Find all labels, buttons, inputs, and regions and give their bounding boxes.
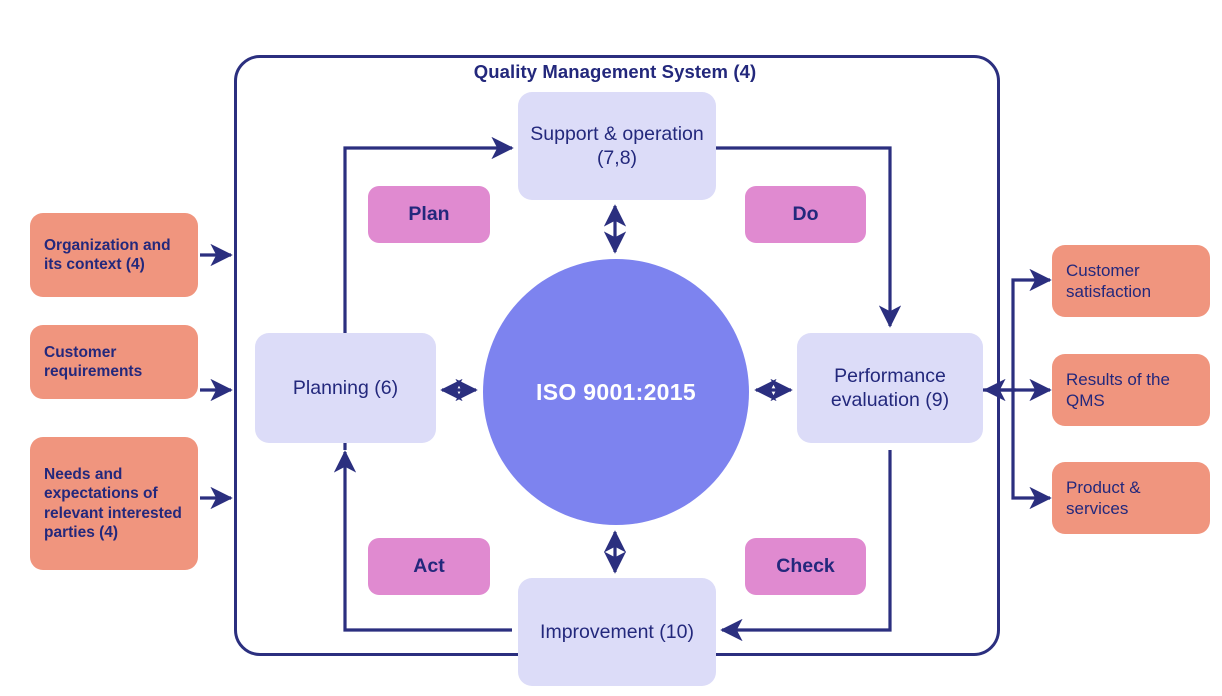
output-customer-satisfaction-label: Customer satisfaction — [1066, 260, 1152, 301]
process-performance-evaluation[interactable]: Performance evaluation (9) — [797, 333, 983, 443]
arrow-output-customer-satisfaction — [1011, 268, 1052, 390]
process-support-operation-label: Support & operation (7,8) — [530, 122, 704, 169]
pdca-plan[interactable]: Plan — [368, 186, 490, 243]
process-performance-evaluation-label: Performance evaluation (9) — [830, 364, 950, 411]
process-improvement-label: Improvement (10) — [540, 620, 694, 643]
input-needs-expectations[interactable]: Needs and expectations of relevant inter… — [30, 437, 198, 570]
pdca-do-label: Do — [792, 203, 819, 226]
pdca-check-label: Check — [776, 555, 835, 578]
input-customer-requirements[interactable]: Customer requirements — [30, 325, 198, 399]
qms-title: Quality Management System (4) — [473, 61, 757, 82]
pdca-check[interactable]: Check — [745, 538, 866, 595]
output-customer-satisfaction[interactable]: Customer satisfaction — [1052, 245, 1210, 317]
output-product-services-label: Product & services — [1066, 477, 1141, 518]
iso-core-circle: ISO 9001:2015 — [483, 259, 749, 525]
arrow-output-product-services — [1011, 390, 1052, 510]
pdca-plan-label: Plan — [408, 203, 450, 226]
pdca-act[interactable]: Act — [368, 538, 490, 595]
input-organization-context[interactable]: Organization and its context (4) — [30, 213, 198, 297]
output-product-services[interactable]: Product & services — [1052, 462, 1210, 534]
input-customer-requirements-label: Customer requirements — [44, 343, 143, 380]
process-improvement[interactable]: Improvement (10) — [518, 578, 716, 686]
process-planning-label: Planning (6) — [292, 376, 399, 399]
pdca-act-label: Act — [413, 555, 445, 578]
process-support-operation[interactable]: Support & operation (7,8) — [518, 92, 716, 200]
output-results-of-qms[interactable]: Results of the QMS — [1052, 354, 1210, 426]
process-planning[interactable]: Planning (6) — [255, 333, 436, 443]
output-results-of-qms-label: Results of the QMS — [1066, 369, 1170, 410]
input-needs-expectations-label: Needs and expectations of relevant inter… — [44, 465, 182, 541]
pdca-do[interactable]: Do — [745, 186, 866, 243]
input-organization-context-label: Organization and its context (4) — [44, 236, 171, 273]
